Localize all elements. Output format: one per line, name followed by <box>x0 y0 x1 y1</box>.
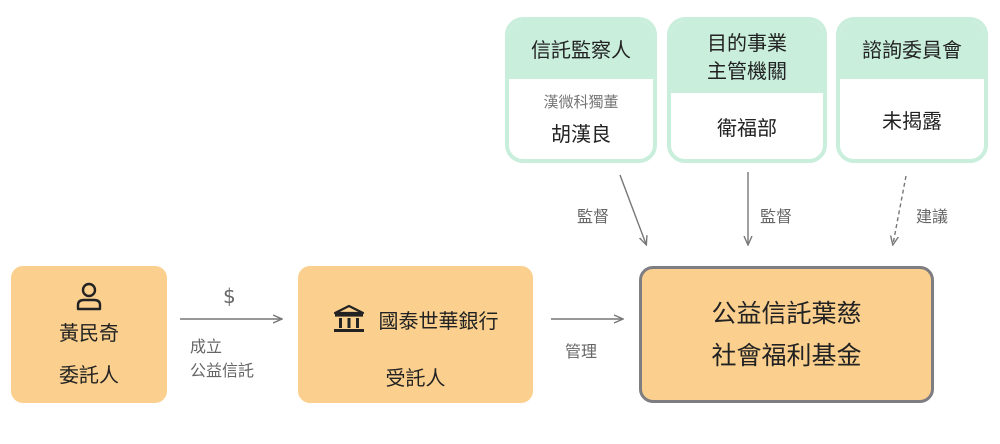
fund-box: 公益信託葉慈 社會福利基金 <box>639 266 934 403</box>
settlor-name: 黃民奇 <box>59 321 119 345</box>
trust-supervisor-card: 信託監察人 漢微科獨董 胡漢良 <box>505 17 657 163</box>
manage-label: 管理 <box>565 342 598 361</box>
trust-supervisor-affiliation: 漢微科獨董 <box>543 93 619 111</box>
supervise-label-2: 監督 <box>760 207 793 226</box>
trustee-box: 國泰世華銀行 受託人 <box>298 266 533 403</box>
trustee-header: 國泰世華銀行 <box>298 304 533 334</box>
establish-label: 成立 公益信託 <box>190 337 255 380</box>
trustee-role: 受託人 <box>385 366 446 390</box>
settlor-box: 黃民奇 委託人 <box>11 266 167 403</box>
advisory-committee-card: 諮詢委員會 未揭露 <box>836 17 988 163</box>
competent-authority-card: 目的事業 主管機關 衛福部 <box>667 17 827 163</box>
competent-authority-title: 目的事業 主管機關 <box>671 21 823 93</box>
advise-label: 建議 <box>916 207 949 226</box>
fund-name-line-2: 社會福利基金 <box>711 340 862 370</box>
supervise-label-1: 監督 <box>577 207 610 226</box>
advisory-committee-value: 未揭露 <box>882 108 942 133</box>
money-label: $ <box>223 284 236 308</box>
settlor-role: 委託人 <box>59 363 119 387</box>
advisory-committee-title: 諮詢委員會 <box>840 21 984 79</box>
competent-authority-body: 衛福部 <box>671 93 823 159</box>
advisory-committee-body: 未揭露 <box>840 79 984 159</box>
trustee-name: 國泰世華銀行 <box>378 308 499 333</box>
bank-icon <box>333 304 364 332</box>
trust-supervisor-name: 胡漢良 <box>551 122 611 146</box>
trust-supervisor-body: 漢微科獨董 胡漢良 <box>509 79 653 159</box>
supervise-arrow-1 <box>619 174 646 244</box>
advise-arrow <box>893 175 907 244</box>
person-icon <box>76 282 102 311</box>
fund-name-line-1: 公益信託葉慈 <box>711 298 862 328</box>
trust-supervisor-title: 信託監察人 <box>509 21 653 79</box>
competent-authority-name: 衛福部 <box>717 115 777 140</box>
